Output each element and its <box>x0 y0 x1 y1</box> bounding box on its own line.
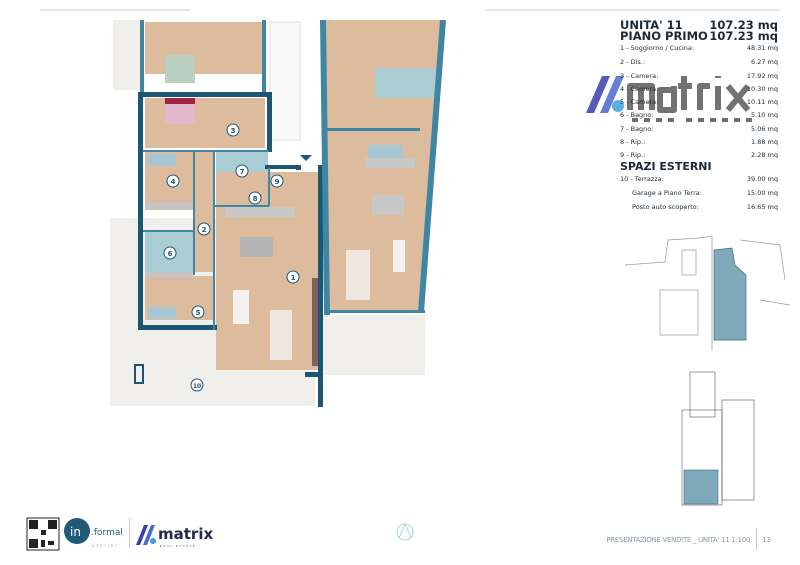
room-label-1: 1 <box>286 270 300 284</box>
room-row: 1 - Soggiorno / Cucina:48.31 mq <box>620 44 778 52</box>
svg-text:5: 5 <box>196 309 201 317</box>
room-label-10: 10 <box>190 378 204 392</box>
floor-title: PIANO PRIMO <box>620 29 708 43</box>
room-label-2: 2 <box>197 222 211 236</box>
page-number: 13 <box>762 536 771 544</box>
room-label-8: 8 <box>248 191 262 205</box>
svg-text:atelier: atelier <box>92 543 119 548</box>
svg-text:10: 10 <box>193 383 201 390</box>
room-label-9: 9 <box>270 174 284 188</box>
external-row: 10 - Terrazza:39.00 mq <box>620 175 778 183</box>
room-3 <box>145 98 265 148</box>
svg-text:6: 6 <box>168 250 173 258</box>
svg-text:in: in <box>70 525 81 539</box>
room-row: 3 - Camera:17.92 mq <box>620 72 778 80</box>
svg-text:matrix: matrix <box>158 525 213 543</box>
building-key-plan <box>681 371 755 506</box>
matrix-logo: matrix REAL ESTATE <box>136 525 213 548</box>
svg-text:1: 1 <box>291 274 296 282</box>
room-2 <box>195 152 213 272</box>
room-row: 7 - Bagno:5.06 mq <box>620 125 778 133</box>
room-label-7: 7 <box>235 164 249 178</box>
svg-text:9: 9 <box>275 178 280 186</box>
external-row: Posto auto scoperto:16.65 mq <box>632 203 778 211</box>
room-label-6: 6 <box>163 246 177 260</box>
matrix-watermark-logo <box>586 76 752 122</box>
svg-text:7: 7 <box>240 168 245 176</box>
room-row: 6 - Bagno:5.10 mq <box>620 111 778 119</box>
header-note-left <box>40 9 190 11</box>
external-title: SPAZI ESTERNI <box>620 160 712 173</box>
svg-text:.formal: .formal <box>91 528 123 538</box>
svg-text:8: 8 <box>253 195 258 203</box>
unit-title: UNITA' 11 <box>620 18 683 32</box>
floor-area: 107.23 mq <box>709 29 778 43</box>
unit-title-row: UNITA' 11 107.23 mq <box>620 18 778 32</box>
external-row: Garage a Piano Terra:15.00 mq <box>632 189 778 197</box>
site-plan <box>624 235 791 350</box>
room-label-3: 3 <box>226 123 240 137</box>
svg-text:REAL ESTATE: REAL ESTATE <box>160 544 196 548</box>
svg-text:4: 4 <box>171 178 176 186</box>
room-row: 8 - Rip.:1.88 mq <box>620 138 778 146</box>
center-monogram-icon <box>396 522 414 541</box>
footer-divider <box>756 528 757 550</box>
upper-bedroom <box>145 22 265 74</box>
svg-text:3: 3 <box>231 127 236 135</box>
footer-caption: PRESENTAZIONE VENDITE _ UNITA' 11 1:100 <box>606 536 750 544</box>
room-row: 9 - Rip.:2.28 mq <box>620 151 778 159</box>
room-label-4: 4 <box>166 174 180 188</box>
informal-logo: in .formal atelier <box>64 518 123 548</box>
room-row: 5 - Camera:10.11 mq <box>620 98 778 106</box>
qr-code <box>26 517 60 551</box>
svg-text:2: 2 <box>202 226 207 234</box>
room-row: 2 - Dis.:6.27 mq <box>620 58 778 66</box>
room-label-5: 5 <box>191 305 205 319</box>
header-note-right <box>485 9 780 11</box>
room-row: 4 - Camera:10.30 mq <box>620 85 778 93</box>
unit-area: 107.23 mq <box>709 18 778 32</box>
